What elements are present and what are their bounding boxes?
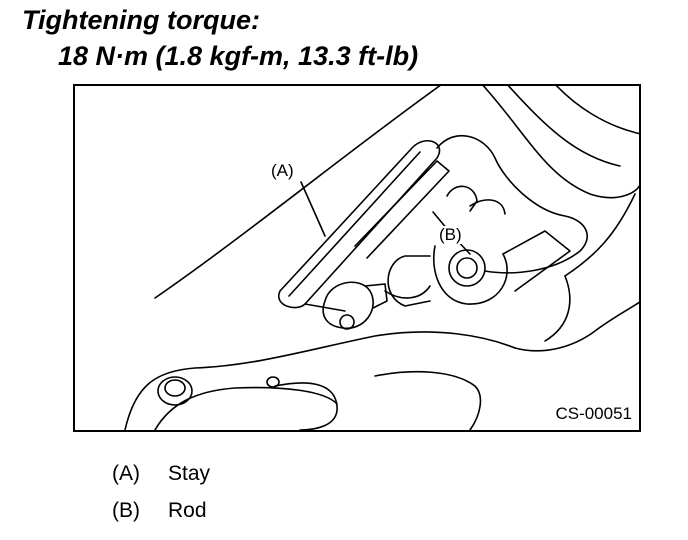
leader-line-a [300,181,326,237]
legend-item-stay: (A) Stay [112,462,210,486]
drawing-line [564,193,636,277]
legend-item-rod: (B) Rod [112,499,207,523]
torque-heading: Tightening torque: [22,5,260,35]
drawing-line [364,283,388,309]
drawing-line [288,151,421,297]
drawing-line [374,370,482,430]
crossmember-edge [154,386,338,430]
drawing-line [154,86,441,299]
stay-bar [277,139,441,309]
drawing-line [387,255,431,307]
clamp-bolt [339,314,355,330]
drawing-line [384,285,431,299]
drawing-line [274,382,338,430]
drawing-line [555,86,639,135]
drawing-line [507,86,621,167]
base-hole [266,376,280,388]
drawing-line [514,301,639,352]
drawing-line [446,185,478,212]
torque-value: 18 N·m (1.8 kgf-m, 13.3 ft-lb) [58,41,419,71]
figure-code: CS-00051 [555,404,632,423]
callout-stay: (A) [270,161,295,180]
illustration-drawing [124,86,639,430]
drawing-line [502,230,571,292]
rod-bolt-inner [456,257,478,279]
drawing-line [482,86,639,199]
rod-bolt [448,249,486,287]
base-bolt [157,376,193,406]
crossmember-edge [124,331,516,430]
drawing-line [433,245,508,305]
callout-rod: (B) [438,225,463,244]
clamp-link [322,281,374,329]
legend-key: (A) [112,462,140,485]
drawing-line [544,275,571,342]
legend-key: (B) [112,499,140,522]
drawing-line [304,303,346,312]
legend-label: Rod [168,499,207,522]
technical-illustration: (A) (B) CS-00051 [73,84,641,432]
base-bolt-head [164,379,186,397]
drawing-line [354,160,450,259]
drawing-line [469,199,506,215]
legend-label: Stay [168,462,211,485]
